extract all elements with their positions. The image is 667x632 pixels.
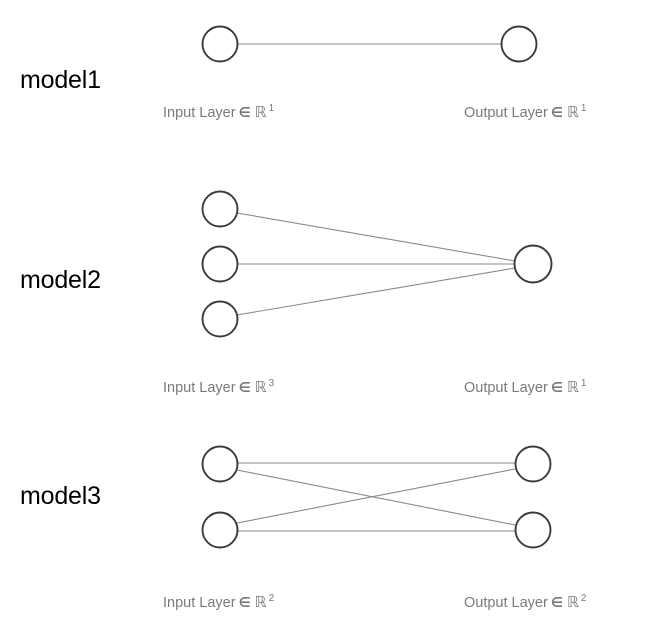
dimension-exponent: 1 [580,103,587,114]
real-set-symbol: ℝ [254,592,267,611]
caption-text: Input Layer [163,379,236,396]
real-set-symbol: ℝ [254,102,267,121]
model3-output-node-2[interactable] [514,511,552,549]
model2-input-node-1[interactable] [201,190,239,228]
element-of-symbol: ∈ [550,594,563,611]
dimension-exponent: 1 [580,378,587,389]
element-of-symbol: ∈ [238,104,251,121]
model1-graph [201,25,538,63]
model2-input-node-2[interactable] [201,245,239,283]
model3-input-node-2[interactable] [201,511,239,549]
edge-in1-out2 [236,469,516,526]
element-of-symbol: ∈ [550,379,563,396]
caption-text: Output Layer [464,379,548,396]
element-of-symbol: ∈ [238,379,251,396]
dimension-exponent: 1 [268,103,275,114]
model-label-model1: model1 [20,66,101,94]
real-set-symbol: ℝ [566,592,579,611]
model3-graph [201,445,552,549]
caption-text: Output Layer [464,594,548,611]
edge-in2-out1 [236,468,516,524]
edge-in1-out1 [236,212,516,262]
model2-output-node-1[interactable] [513,244,553,284]
caption-text: Output Layer [464,104,548,121]
model1-input-node-1[interactable] [201,25,239,63]
model1-output-node-1[interactable] [500,25,538,63]
model3-output-node-1[interactable] [514,445,552,483]
dimension-exponent: 2 [268,593,275,604]
model2-input-node-3[interactable] [201,300,239,338]
dimension-exponent: 3 [268,378,275,389]
real-set-symbol: ℝ [254,377,267,396]
element-of-symbol: ∈ [238,594,251,611]
caption-text: Input Layer [163,594,236,611]
real-set-symbol: ℝ [566,377,579,396]
model2-graph [201,190,553,338]
edge-in3-out1 [236,267,516,316]
caption-text: Input Layer [163,104,236,121]
element-of-symbol: ∈ [550,104,563,121]
model-label-model2: model2 [20,266,101,294]
dimension-exponent: 2 [580,593,587,604]
real-set-symbol: ℝ [566,102,579,121]
model3-input-node-1[interactable] [201,445,239,483]
model-label-model3: model3 [20,482,101,510]
